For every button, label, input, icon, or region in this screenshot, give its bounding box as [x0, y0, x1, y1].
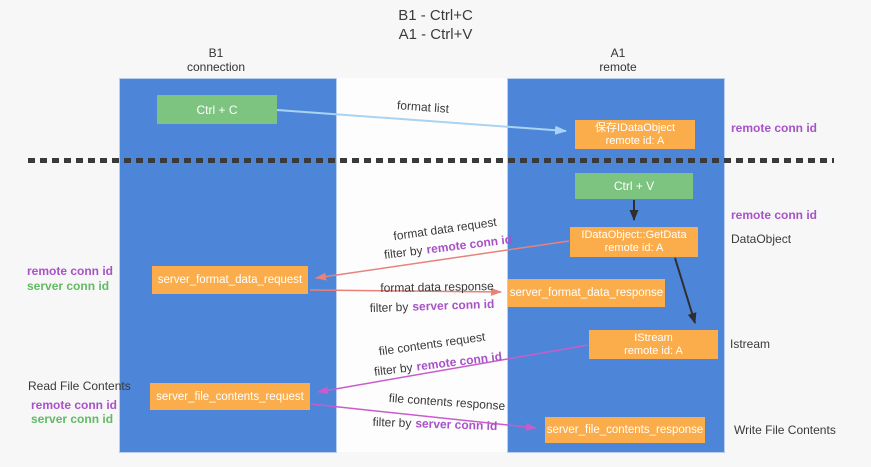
- label-remote-conn-id-file-left: remote conn id: [31, 398, 118, 412]
- server-conn-id-text: server conn id: [412, 296, 495, 314]
- node-getdata-line2: remote id: A: [604, 242, 664, 254]
- node-istream-line1: IStream: [634, 331, 673, 344]
- label-write-file-contents: Write File Contents: [734, 423, 836, 437]
- lane-a1-subtitle: remote: [599, 60, 637, 74]
- node-server-format-data-request-label: server_format_data_request: [157, 274, 303, 286]
- node-istream-line2: remote id: A: [624, 344, 683, 357]
- label-remote-conn-id-top-right: remote conn id: [731, 121, 818, 135]
- node-getdata-line1: IDataObject::GetData: [581, 229, 687, 241]
- lane-header-a1: A1 remote: [548, 46, 688, 74]
- label-istream: Istream: [730, 337, 771, 351]
- title-line-2: A1 - Ctrl+V: [398, 26, 473, 43]
- node-server-format-data-response: server_format_data_response: [508, 279, 665, 307]
- diagram-title: B1 - Ctrl+C A1 - Ctrl+V: [0, 6, 871, 44]
- node-server-file-contents-response-label: server_file_contents_response: [546, 424, 704, 436]
- label-read-file-contents: Read File Contents: [28, 379, 131, 393]
- node-ctrl-v: Ctrl + V: [575, 173, 693, 199]
- node-server-file-contents-request: server_file_contents_request: [150, 383, 310, 410]
- node-save-idataobject-line2: remote id: A: [605, 134, 665, 147]
- label-dataobject: DataObject: [731, 232, 792, 246]
- lane-b1-name: B1: [208, 46, 224, 60]
- node-idataobject-getdata: IDataObject::GetData remote id: A: [570, 227, 698, 257]
- node-save-idataobject: 保存IDataObject remote id: A: [575, 120, 695, 149]
- node-server-file-contents-request-label: server_file_contents_request: [156, 390, 304, 403]
- node-istream: IStream remote id: A: [589, 330, 718, 359]
- label-remote-conn-id-format-left: remote conn id: [27, 264, 114, 278]
- label-server-conn-id-format-left: server conn id: [27, 279, 110, 293]
- lane-b1-subtitle: connection: [186, 60, 246, 74]
- label-remote-conn-id-mid-right: remote conn id: [731, 208, 818, 222]
- node-server-format-data-request: server_format_data_request: [152, 266, 308, 294]
- title-line-1: B1 - Ctrl+C: [398, 7, 473, 24]
- filter-by-text: filter by: [372, 414, 412, 431]
- filter-by-text: filter by: [369, 299, 409, 316]
- server-conn-id-text: server conn id: [415, 416, 498, 434]
- node-server-format-data-response-label: server_format_data_response: [509, 287, 664, 299]
- node-ctrl-v-label: Ctrl + V: [613, 179, 655, 193]
- node-ctrl-c-label: Ctrl + C: [196, 102, 238, 117]
- phase-separator-dashed-line: [28, 158, 834, 163]
- lane-header-b1: B1 connection: [146, 46, 286, 74]
- node-server-file-contents-response: server_file_contents_response: [545, 417, 705, 443]
- label-server-conn-id-file-left: server conn id: [31, 412, 114, 426]
- lane-a1-name: A1: [610, 46, 626, 60]
- label-format-data-response: format data response: [380, 279, 494, 295]
- node-ctrl-c: Ctrl + C: [157, 95, 277, 124]
- node-save-idataobject-line1: 保存IDataObject: [594, 121, 676, 134]
